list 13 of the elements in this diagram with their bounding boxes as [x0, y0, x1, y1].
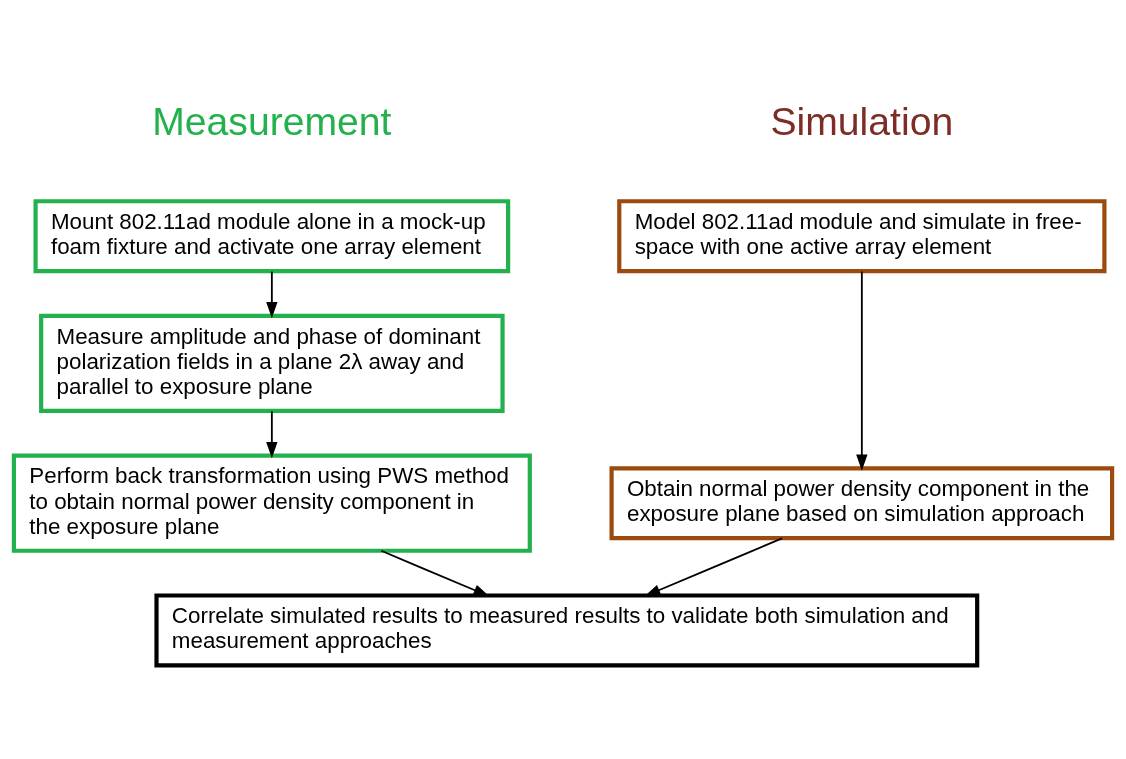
node-box: Mount 802.11ad module alone in a mock-up foam fixture and activate one array element [33, 199, 511, 274]
arrow [856, 270, 868, 471]
label: Measurement [152, 99, 392, 143]
arrow [644, 537, 783, 597]
node-box: Model 802.11ad module and simulate in free-space with one active array element [617, 199, 1107, 274]
node-box: Obtain normal power density component in the exposure plane based on simulation approach [609, 466, 1115, 541]
arrow [380, 549, 490, 597]
node-box: Perform back transformation using PWS method to obtain normal power density component in the exposure plane [11, 453, 532, 553]
label: Simulation [770, 99, 954, 143]
node-box: Measure amplitude and phase of dominant polarization fields in a plane 2λ away and parallel to exposure plane [39, 313, 505, 414]
arrow [266, 270, 278, 319]
arrow [266, 410, 278, 459]
node-box: Correlate simulated results to measured results to validate both simulation and measurement approaches [154, 593, 980, 668]
